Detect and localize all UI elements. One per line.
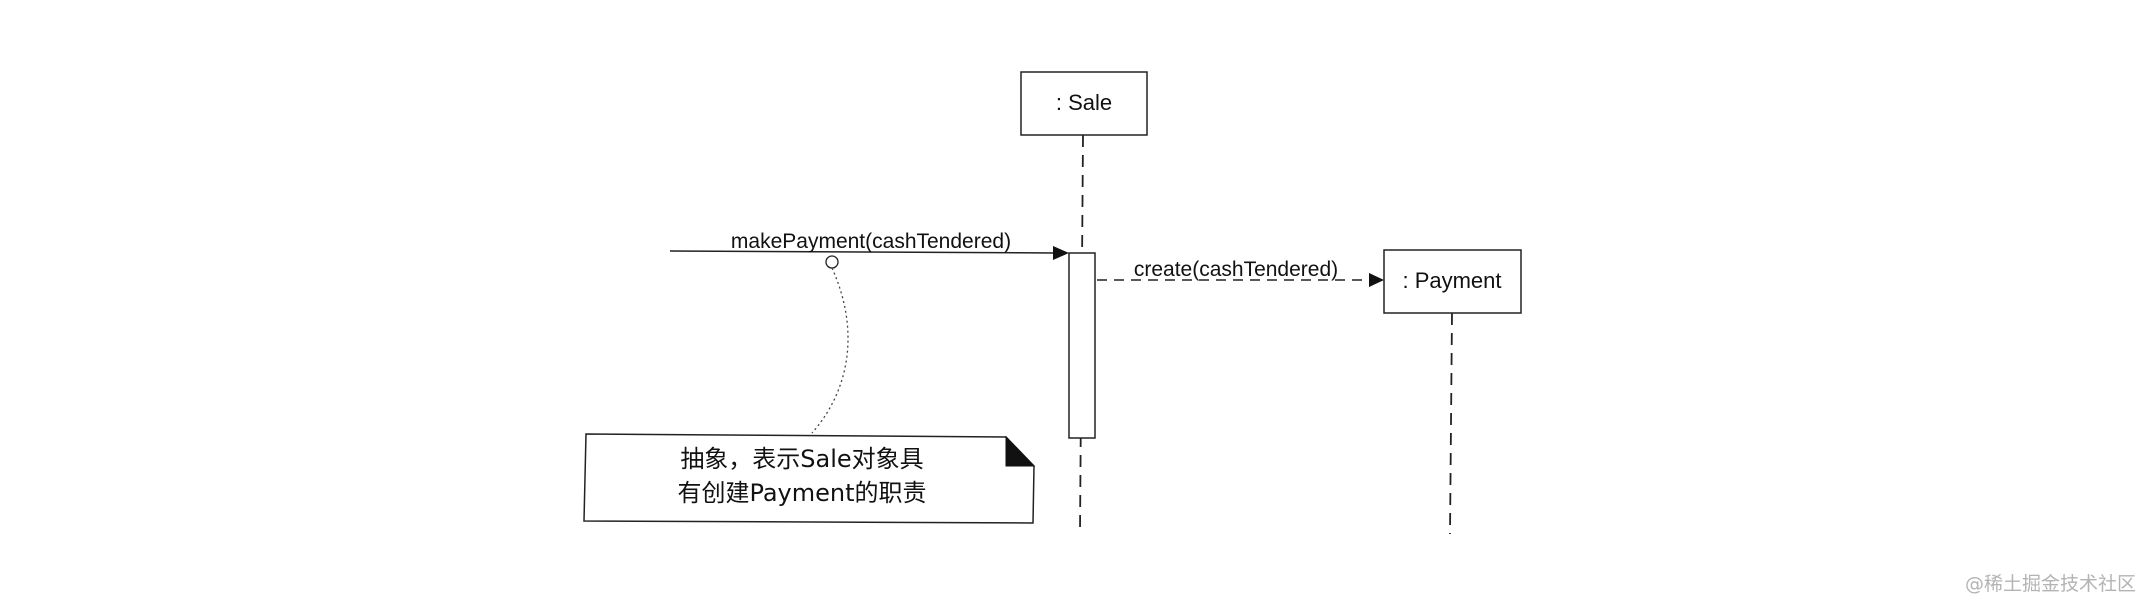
create-arrowhead (1369, 273, 1384, 287)
note-text-line-2: 有创建Payment的职责 (677, 479, 926, 507)
payment-lifeline (1449, 312, 1453, 535)
payment-lifeline-head: : Payment (1383, 249, 1522, 314)
note-connector (811, 267, 849, 434)
note-folded-corner (1005, 435, 1036, 467)
note-anchor-circle (825, 255, 839, 269)
make-payment-label: makePayment(cashTendered) (731, 230, 1011, 253)
sale-lifeline-head: : Sale (1020, 71, 1148, 136)
note-text-line-1: 抽象，表示Sale对象具 (680, 445, 923, 473)
sale-lifeline (1079, 134, 1084, 533)
payment-lifeline-label: : Payment (1402, 268, 1501, 293)
sale-lifeline-label: : Sale (1056, 90, 1112, 115)
sale-activation-bar (1068, 252, 1096, 439)
create-message: create(cashTendered) (1097, 258, 1384, 287)
watermark: @稀土掘金技术社区 (1964, 573, 2136, 595)
create-label: create(cashTendered) (1134, 258, 1338, 281)
make-payment-message: makePayment(cashTendered) (669, 230, 1069, 260)
note-box: 抽象，表示Sale对象具 有创建Payment的职责 (583, 433, 1036, 524)
make-payment-arrowhead (1053, 246, 1069, 260)
